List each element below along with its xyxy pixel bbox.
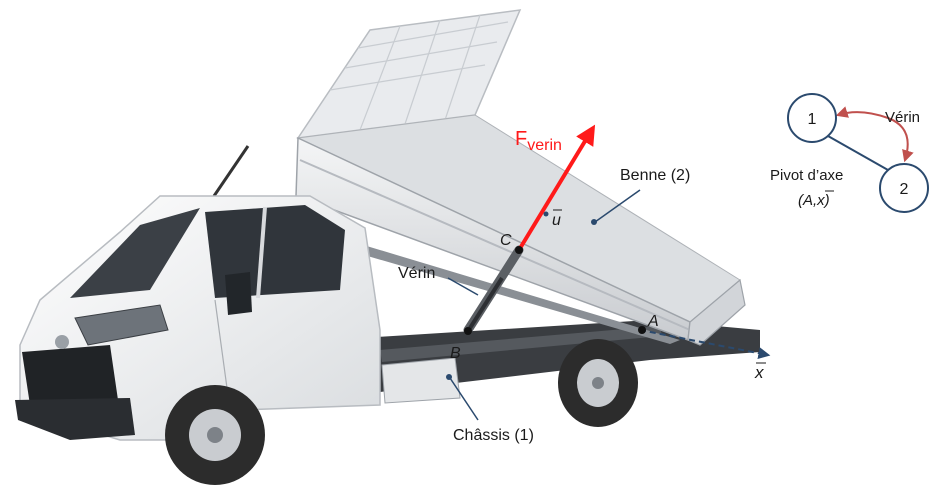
actuator-link xyxy=(887,117,914,163)
chassis-label: Châssis (1) xyxy=(453,427,534,444)
force-label-sub: verin xyxy=(527,137,562,154)
graph-node-2 xyxy=(879,163,929,213)
force-label-main: F xyxy=(515,128,527,150)
point-a-marker xyxy=(638,326,646,334)
u-vector-label: u xyxy=(552,212,561,229)
antenna xyxy=(212,145,250,197)
graph-pivot-label-2: (A,x) xyxy=(798,192,830,209)
liaison-graph: 1 2 Vérin Pivot d’axe (A,x) xyxy=(770,93,929,213)
actuator xyxy=(463,245,524,335)
cab xyxy=(15,195,461,441)
graph-node-1 xyxy=(787,93,837,143)
body-side-strip xyxy=(299,159,691,331)
cab-mirror xyxy=(225,272,252,315)
cab-grille xyxy=(22,345,118,405)
force-vector xyxy=(517,124,596,252)
point-b-marker xyxy=(464,327,472,335)
chassis-rail xyxy=(380,326,662,362)
pivot-link xyxy=(827,135,889,171)
cab-headlight xyxy=(74,304,169,346)
body-rear-panel xyxy=(687,278,746,346)
benne-leader xyxy=(594,189,641,223)
rear-wheel xyxy=(558,339,638,427)
chassis-leader xyxy=(449,377,479,421)
force-label: Fverin xyxy=(515,128,562,154)
graph-pivot-label-1: Pivot d’axe xyxy=(770,167,843,184)
graph-node-2-label: 2 xyxy=(900,181,909,198)
chassis-leader-dot xyxy=(446,374,452,380)
point-a-label: A xyxy=(647,313,659,330)
verin-leader xyxy=(447,277,479,296)
chassis-tank xyxy=(381,357,461,404)
u-vector-origin xyxy=(543,211,549,217)
verin-label: Vérin xyxy=(398,265,435,282)
graph-node-1-label: 1 xyxy=(808,111,817,128)
benne-leader-dot xyxy=(591,219,597,225)
front-wheel xyxy=(165,385,265,485)
cab-windshield xyxy=(70,208,200,298)
x-axis-arrow xyxy=(639,329,771,360)
body-mesh xyxy=(329,14,509,131)
body-front-wall xyxy=(296,9,522,139)
point-c-label: C xyxy=(500,232,512,249)
cab-logo xyxy=(55,335,69,349)
truck xyxy=(15,9,760,485)
cab-bumper xyxy=(15,398,135,440)
benne-label: Benne (2) xyxy=(620,167,690,184)
body-subframe xyxy=(340,238,680,344)
x-axis-label: x xyxy=(754,363,764,382)
actuator-link-start xyxy=(835,106,889,119)
point-b-label: B xyxy=(450,345,461,362)
graph-actuator-label: Vérin xyxy=(885,109,920,126)
point-c-marker xyxy=(515,246,523,254)
tipping-body xyxy=(295,9,746,346)
